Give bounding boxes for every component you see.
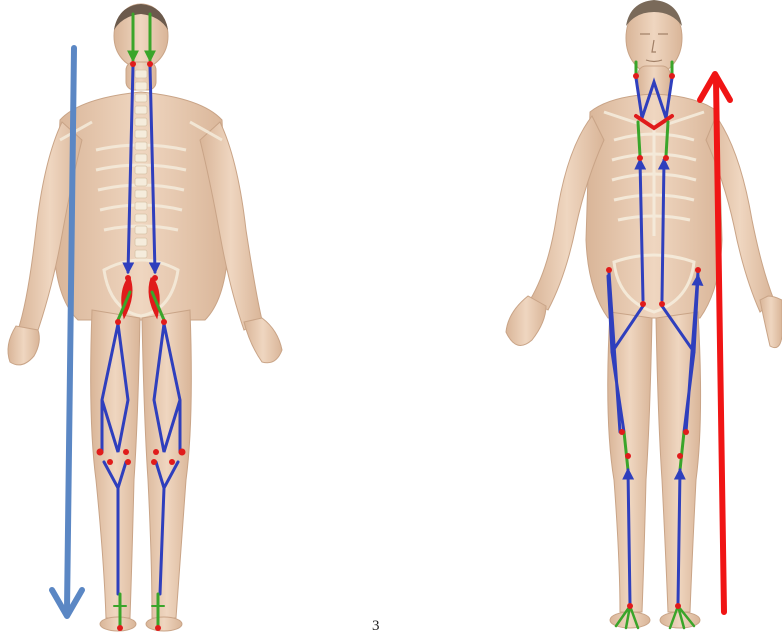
- front-left-shin-blue: [628, 470, 630, 604]
- front-chest-right-green: [666, 122, 668, 156]
- front-view-figure: [506, 0, 782, 628]
- front-right-shin-blue: [678, 470, 680, 604]
- front-body-silhouette: [506, 2, 782, 628]
- back-view-figure: [8, 4, 282, 631]
- page-number: 3: [372, 618, 380, 635]
- front-torso-right-blue: [662, 160, 664, 300]
- front-chest-left-green: [638, 122, 640, 156]
